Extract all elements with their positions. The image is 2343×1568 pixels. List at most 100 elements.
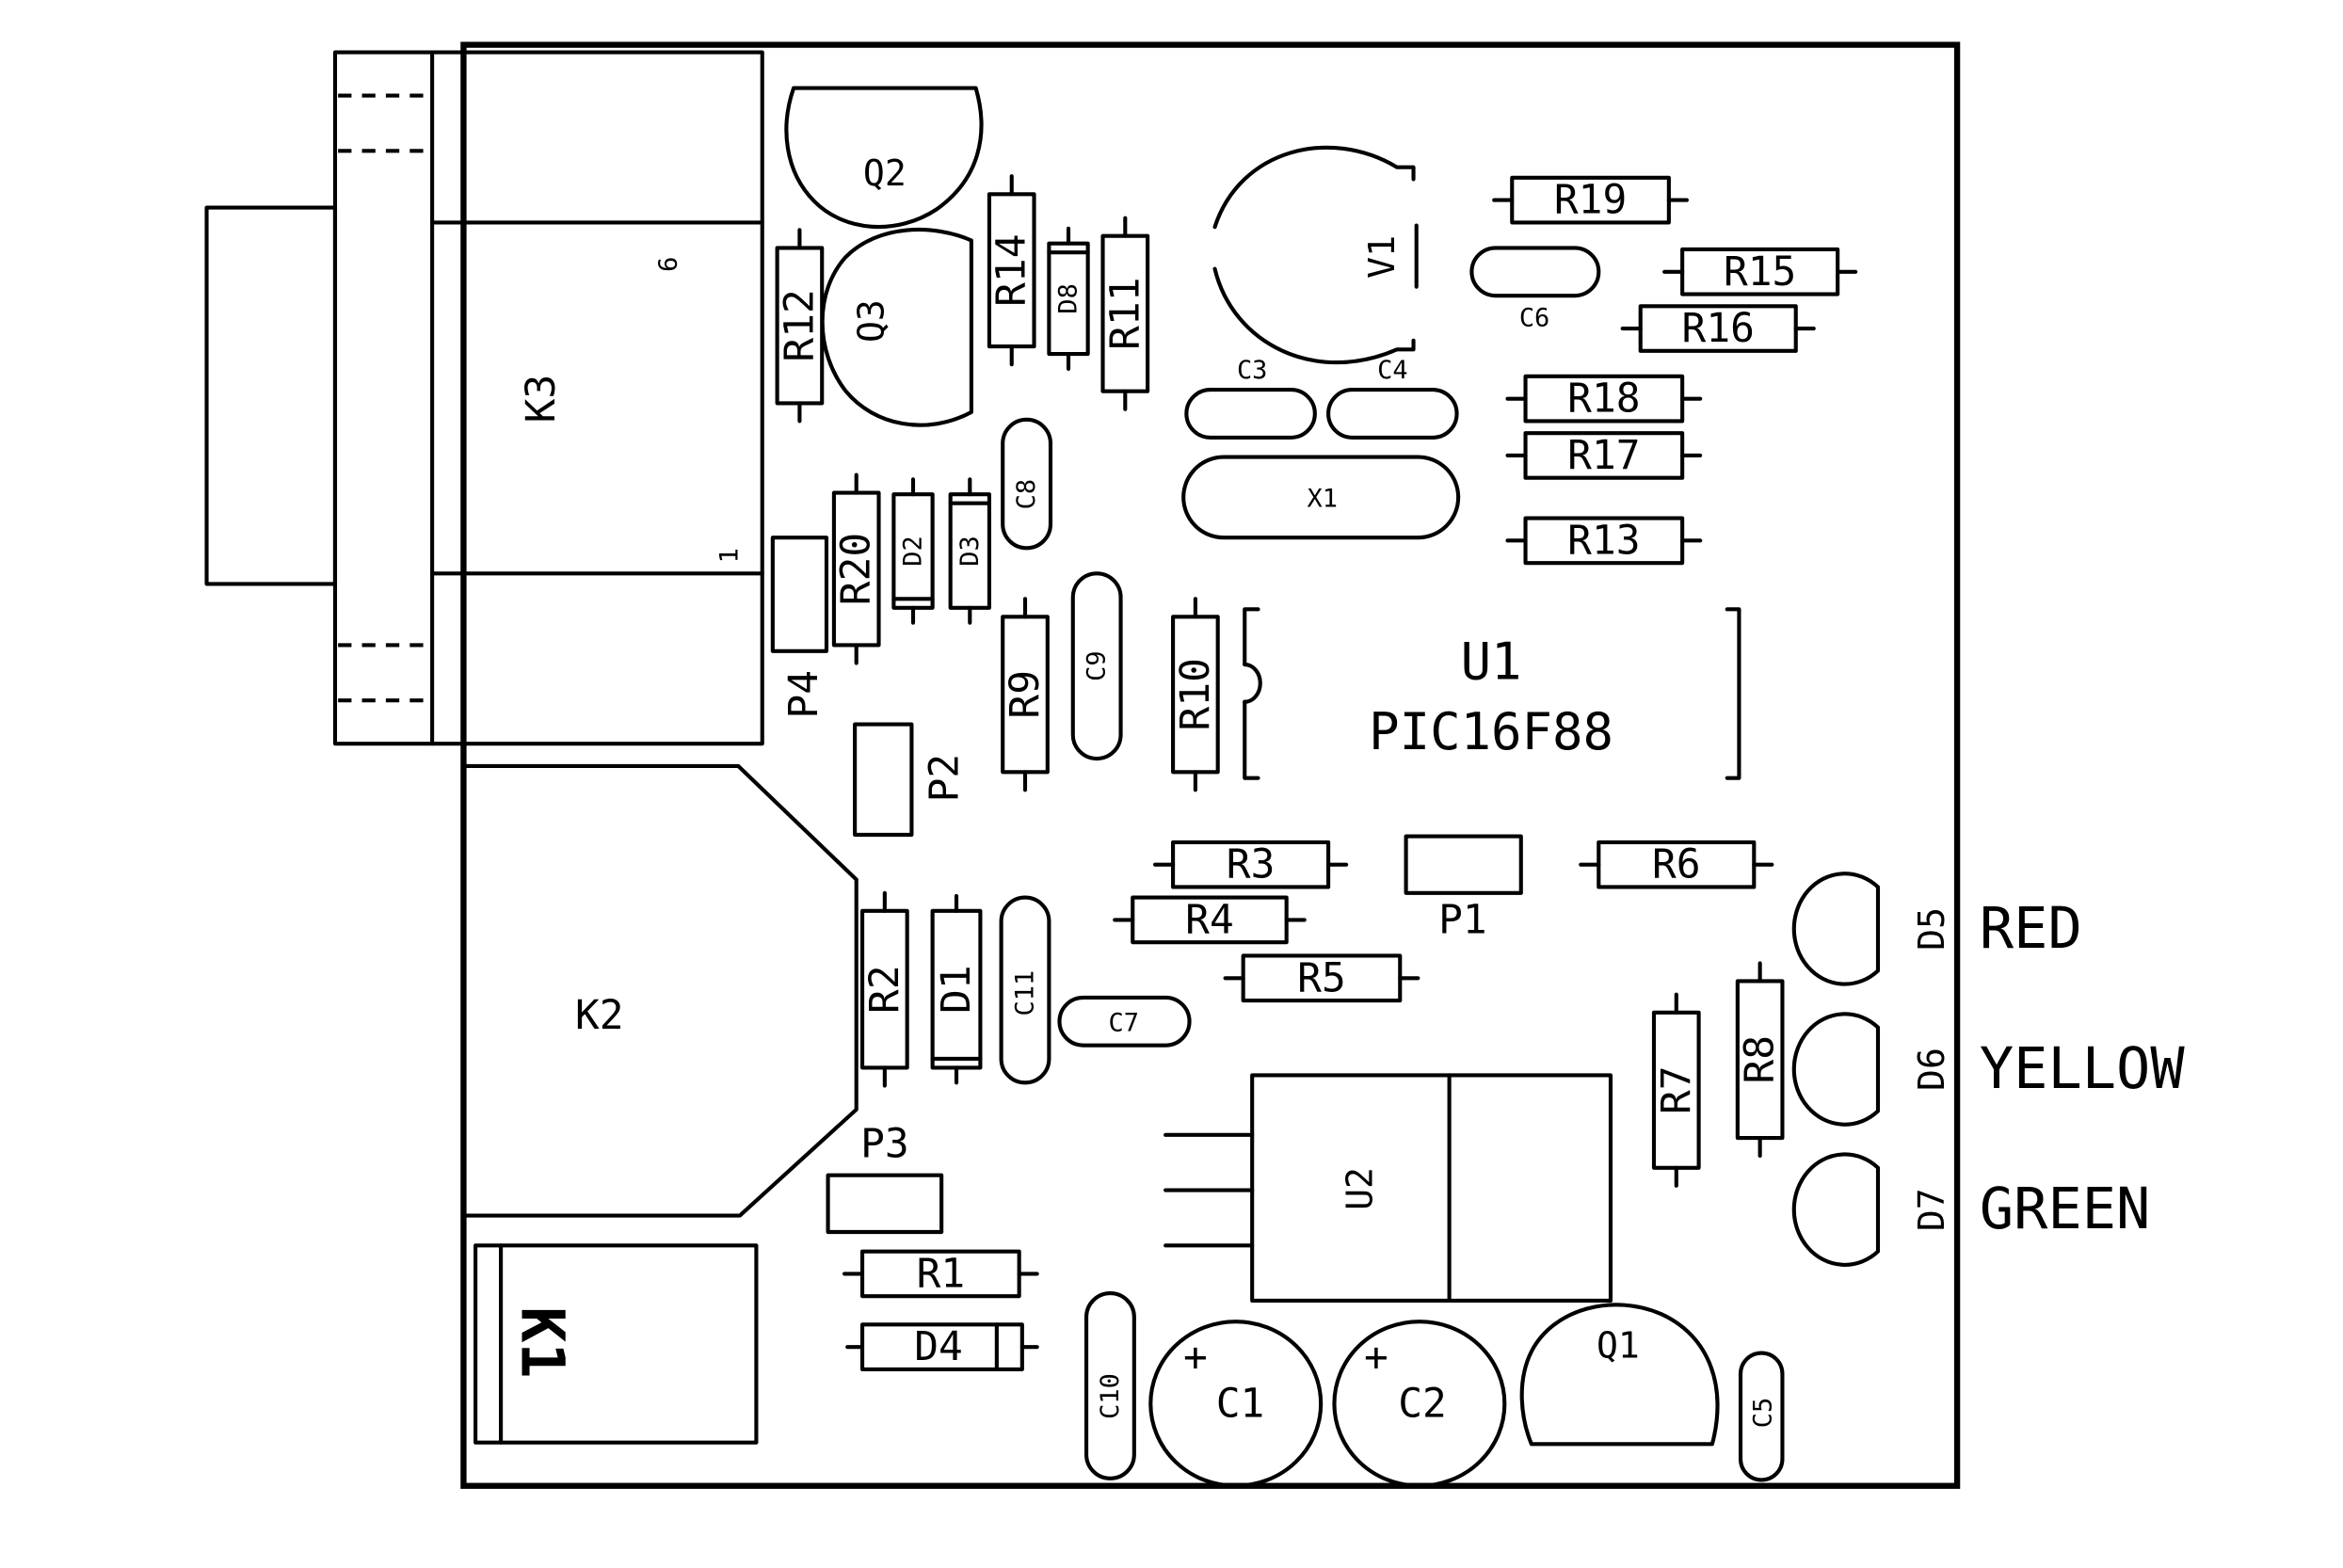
k3-pin1-label: 1 bbox=[714, 548, 744, 563]
c3-label: C3 bbox=[1237, 356, 1267, 385]
d3-diode: D3 bbox=[948, 477, 991, 625]
svg-text:X1: X1 bbox=[1308, 484, 1338, 513]
r1-resistor: R1 bbox=[842, 1249, 1039, 1299]
u2-regulator: U2 bbox=[1163, 1073, 1613, 1304]
board-outline bbox=[460, 41, 1961, 1489]
r19-label: R19 bbox=[1554, 177, 1627, 224]
svg-text:V1: V1 bbox=[1361, 235, 1403, 279]
r12-label: R12 bbox=[776, 289, 823, 361]
r4-resistor: R4 bbox=[1113, 895, 1307, 945]
u1-ic: U1 PIC16F88 bbox=[1243, 607, 1741, 780]
c10-capacitor: C10 bbox=[1083, 1290, 1136, 1480]
r3-resistor: R3 bbox=[1152, 840, 1349, 889]
svg-text:+: + bbox=[1183, 1334, 1208, 1381]
r8-label: R8 bbox=[1737, 1035, 1784, 1084]
u1-ref-label: U1 bbox=[1461, 632, 1522, 691]
r11-resistor: R11 bbox=[1100, 216, 1150, 411]
svg-text:P1: P1 bbox=[1438, 896, 1487, 943]
k2-label: K2 bbox=[575, 992, 624, 1039]
k1-label: K1 bbox=[508, 1306, 578, 1378]
r13-resistor: R13 bbox=[1505, 516, 1703, 566]
q2-transistor: Q2 bbox=[784, 86, 984, 230]
p3-header: P3 bbox=[826, 1120, 944, 1235]
r17-resistor: R17 bbox=[1505, 431, 1703, 480]
r6-resistor: R6 bbox=[1579, 840, 1774, 889]
svg-text:P2: P2 bbox=[921, 754, 968, 803]
d8-label: D8 bbox=[1054, 283, 1083, 313]
led-color-label: GREEN bbox=[1980, 1176, 2150, 1242]
r16-resistor: R16 bbox=[1620, 304, 1816, 353]
c3-capacitor: C3 bbox=[1184, 356, 1317, 440]
r14-label: R14 bbox=[988, 234, 1035, 307]
r5-resistor: R5 bbox=[1223, 953, 1420, 1003]
svg-text:+: + bbox=[1364, 1334, 1388, 1381]
p1-header: P1 bbox=[1404, 834, 1523, 943]
d3-label: D3 bbox=[955, 536, 985, 566]
c5-capacitor: C5 bbox=[1738, 1351, 1785, 1482]
c4-label: C4 bbox=[1377, 356, 1407, 385]
c9-label: C9 bbox=[1083, 650, 1112, 680]
r9-label: R9 bbox=[1002, 670, 1049, 719]
c6-capacitor: C6 bbox=[1469, 246, 1601, 332]
d1-label: D1 bbox=[933, 965, 980, 1014]
r16-label: R16 bbox=[1682, 305, 1755, 352]
r1-label: R1 bbox=[917, 1250, 966, 1297]
c11-label: C11 bbox=[1011, 970, 1040, 1016]
c8-capacitor: C8 bbox=[1001, 417, 1053, 551]
r7-label: R7 bbox=[1653, 1065, 1700, 1114]
r18-resistor: R18 bbox=[1505, 374, 1703, 424]
v1-varistor: V1 bbox=[1212, 145, 1419, 365]
c6-label: C6 bbox=[1519, 303, 1549, 332]
c10-label: C10 bbox=[1096, 1373, 1125, 1419]
u1-part-label: PIC16F88 bbox=[1369, 702, 1613, 761]
r20-label: R20 bbox=[833, 533, 880, 605]
c8-label: C8 bbox=[1012, 479, 1041, 509]
svg-text:P4: P4 bbox=[780, 670, 827, 719]
d4-label: D4 bbox=[914, 1323, 963, 1370]
x1-crystal: X1 bbox=[1181, 455, 1461, 540]
r12-resistor: R12 bbox=[775, 228, 825, 424]
q1-transistor: Q1 bbox=[1519, 1303, 1720, 1447]
r18-label: R18 bbox=[1567, 376, 1640, 423]
c7-label: C7 bbox=[1108, 1008, 1138, 1037]
svg-text:Q3: Q3 bbox=[851, 299, 892, 343]
r2-label: R2 bbox=[861, 965, 908, 1014]
r15-resistor: R15 bbox=[1662, 247, 1858, 296]
svg-text:U2: U2 bbox=[1339, 1167, 1380, 1210]
d1-diode: D1 bbox=[930, 893, 983, 1085]
k3-connector: K3 9 1 bbox=[204, 50, 764, 746]
q3-transistor: Q3 bbox=[820, 227, 973, 427]
c2-capacitor: + C2 bbox=[1332, 1320, 1507, 1488]
k3-pin9-label: 9 bbox=[652, 257, 682, 272]
svg-text:C1: C1 bbox=[1216, 1380, 1265, 1427]
p2-header: P2 bbox=[853, 722, 968, 838]
r3-label: R3 bbox=[1227, 841, 1276, 888]
r8-resistor: R8 bbox=[1735, 961, 1785, 1159]
led-color-label: YELLOW bbox=[1980, 1036, 2185, 1102]
p4-header: P4 bbox=[770, 536, 829, 719]
r19-resistor: R19 bbox=[1492, 175, 1689, 225]
led-ref-label: D5 bbox=[1911, 907, 1952, 951]
c5-label: C5 bbox=[1748, 1398, 1777, 1428]
c9-capacitor: C9 bbox=[1070, 571, 1123, 761]
r4-label: R4 bbox=[1185, 896, 1234, 943]
r15-label: R15 bbox=[1724, 248, 1796, 296]
d8-diode: D8 bbox=[1047, 226, 1090, 371]
svg-text:Q2: Q2 bbox=[863, 152, 907, 194]
k3-label: K3 bbox=[518, 375, 565, 424]
r14-resistor: R14 bbox=[987, 174, 1036, 367]
r10-label: R10 bbox=[1172, 658, 1219, 730]
d2-diode: D2 bbox=[891, 477, 935, 625]
r13-label: R13 bbox=[1567, 517, 1640, 564]
r17-label: R17 bbox=[1567, 432, 1640, 479]
r11-label: R11 bbox=[1101, 278, 1148, 350]
led-color-label: RED bbox=[1980, 896, 2082, 962]
d2-label: D2 bbox=[899, 536, 928, 566]
c11-capacitor: C11 bbox=[999, 895, 1051, 1085]
r7-resistor: R7 bbox=[1651, 992, 1701, 1188]
c4-capacitor: C4 bbox=[1326, 356, 1459, 440]
c1-capacitor: + C1 bbox=[1148, 1320, 1324, 1488]
